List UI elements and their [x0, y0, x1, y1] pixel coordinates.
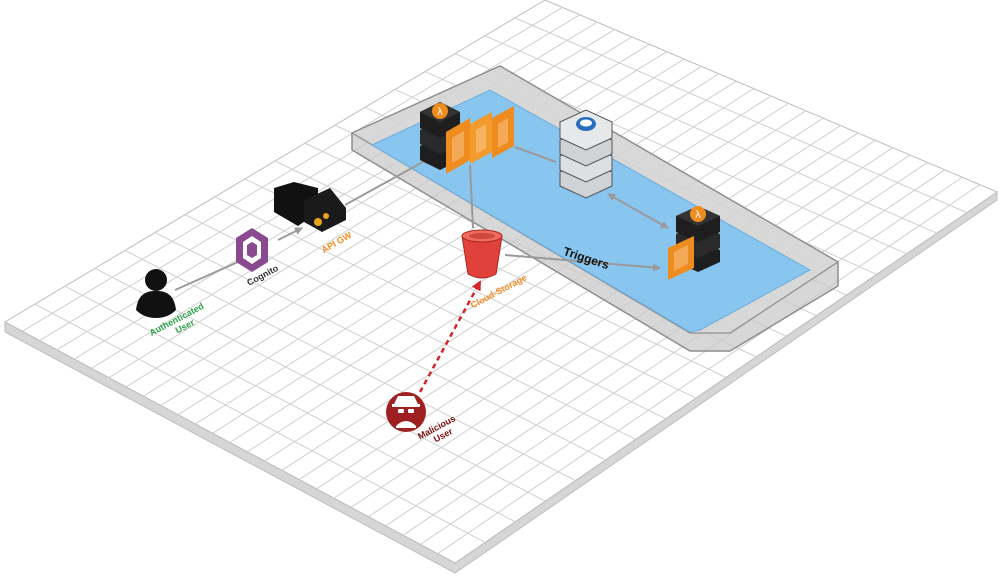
- edge-apigw-lambda: [344, 157, 431, 206]
- grid-line: [34, 303, 486, 543]
- svg-text:λ: λ: [695, 210, 701, 221]
- grid-line: [64, 285, 516, 523]
- lambda-icon: [432, 103, 448, 119]
- grid-line: [484, 35, 937, 234]
- edge-database-lambda2: [607, 193, 669, 229]
- malicious-access-arrow: [418, 280, 482, 393]
- edge-storage-triggers-lambda2: [504, 254, 661, 272]
- malicious-user-node[interactable]: Malicious User: [386, 392, 462, 450]
- bucket-icon: [461, 229, 503, 279]
- lambda-orange-blocks: [446, 106, 514, 174]
- lambda-orange-blocks: [668, 236, 694, 280]
- database-node[interactable]: [559, 109, 613, 199]
- lambda-right-node[interactable]: λ: [668, 206, 720, 280]
- database-icon: [559, 109, 613, 199]
- edge-cognito-apigw: [277, 227, 303, 241]
- lambda-top-node[interactable]: λ: [420, 102, 514, 174]
- server-stack-icon: λ: [676, 206, 720, 272]
- lambda-icon: [690, 206, 706, 222]
- edge-user-cognito: [174, 261, 239, 291]
- grid-line: [514, 17, 968, 214]
- api-gateway-icon: [274, 182, 346, 232]
- edge-lambda-database: [514, 146, 557, 163]
- spy-icon: [386, 392, 426, 432]
- grid-line: [274, 160, 727, 378]
- grid-line: [124, 249, 576, 482]
- grid-line: [154, 232, 606, 461]
- server-stack-icon: λ: [420, 102, 460, 170]
- svg-text:λ: λ: [437, 107, 443, 118]
- user-silhouette-icon: [136, 269, 176, 318]
- cognito-icon: [236, 228, 268, 272]
- connectors: [174, 146, 669, 291]
- edge-lambda-storage: [469, 164, 474, 229]
